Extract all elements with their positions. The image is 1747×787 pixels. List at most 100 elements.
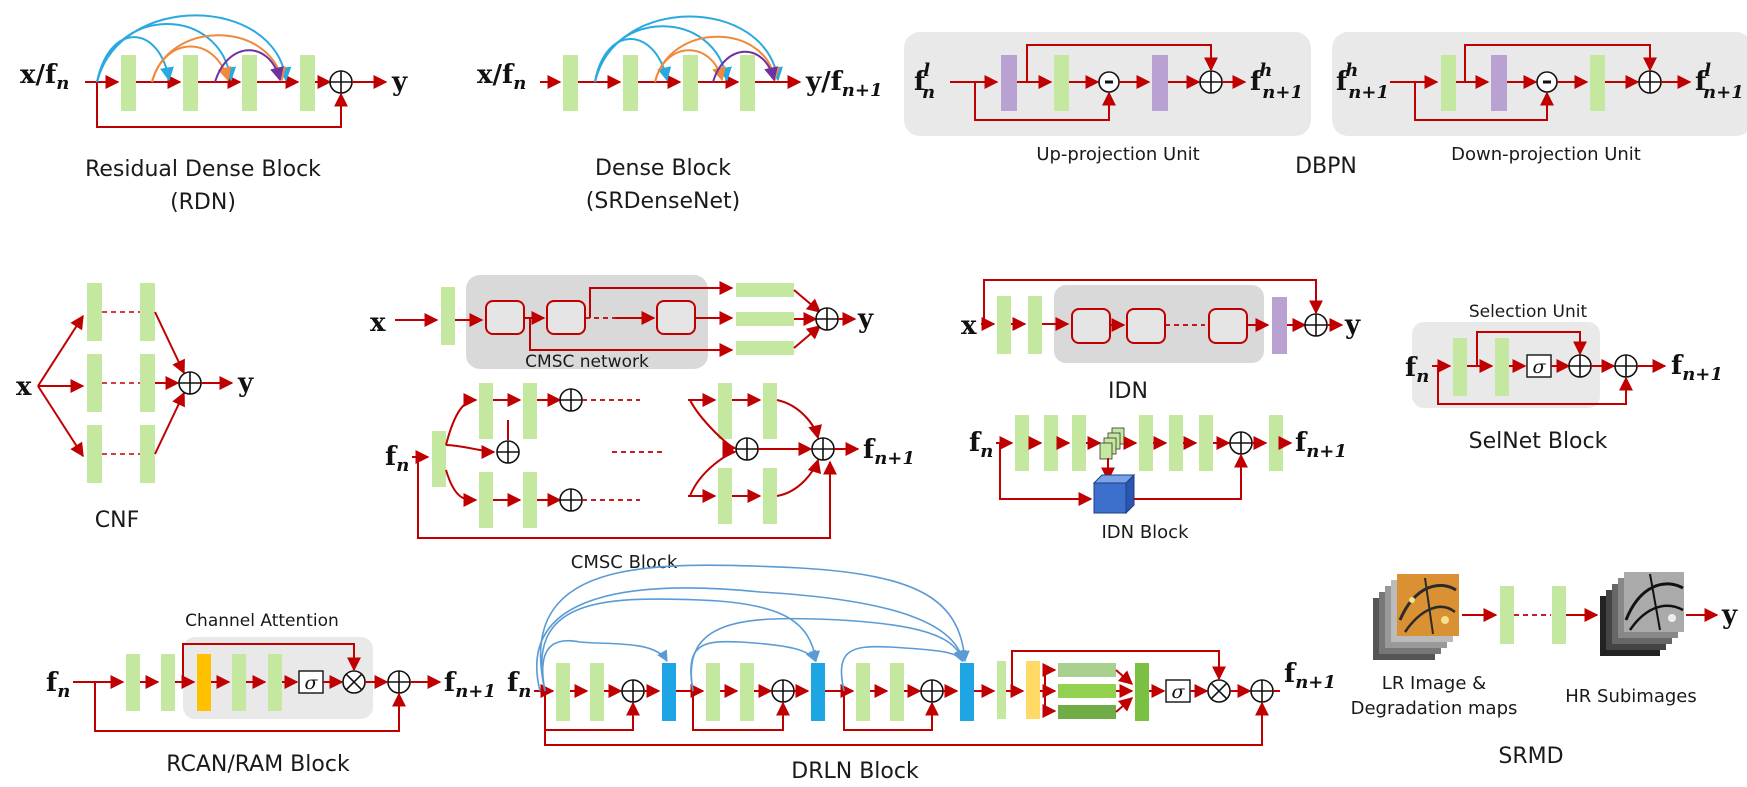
sum-node — [559, 388, 583, 412]
conv-layer — [1495, 338, 1509, 396]
conv-layer — [590, 663, 604, 721]
cmsc-block-output-label: fn+1 — [863, 435, 915, 469]
projection-layer — [1152, 55, 1168, 111]
conv-layer — [1552, 586, 1566, 644]
sum-node — [920, 679, 944, 703]
cmsc-module — [656, 300, 696, 335]
conv-layer — [232, 654, 246, 711]
srmd-output-label: y — [1721, 600, 1738, 630]
cmsc-block-caption: CMSC Block — [571, 552, 678, 573]
conv-layer — [121, 55, 136, 111]
conv-layer — [1058, 705, 1116, 719]
sum-node — [1614, 354, 1638, 378]
sum-node — [811, 437, 835, 461]
drln-diagram: fn — [507, 564, 1336, 784]
conv-layer — [1590, 55, 1605, 111]
projection-layer — [1001, 55, 1017, 111]
idn-module — [1208, 308, 1248, 344]
cnf-diagram: x y CNF — [16, 283, 254, 533]
concat-layer — [811, 663, 825, 721]
sum-node — [1250, 679, 1274, 703]
pooling-layer — [1026, 661, 1040, 719]
sum-node — [735, 437, 759, 461]
dense-caption: Dense Block — [595, 156, 731, 181]
selnet-caption: SelNet Block — [1469, 429, 1608, 454]
down-projection-caption: Down-projection Unit — [1451, 144, 1641, 165]
conv-layer — [1072, 415, 1086, 471]
sigmoid-symbol: σ — [1533, 356, 1547, 378]
conv-layer — [997, 661, 1006, 719]
conv-layer — [997, 296, 1011, 354]
conv-layer — [441, 287, 455, 345]
conv-layer — [706, 663, 720, 721]
sum-node — [771, 679, 795, 703]
conv-layer — [736, 341, 794, 355]
idn-input-label: x — [961, 311, 977, 341]
hr-subimages-caption: HR Subimages — [1565, 686, 1696, 707]
cmsc-block-input-label: fn — [385, 442, 409, 476]
conv-layer — [268, 654, 282, 711]
rcan-input-label: fn — [46, 668, 70, 702]
conv-layer — [523, 383, 537, 439]
conv-layer — [140, 354, 155, 412]
rdn-output-label: y — [391, 67, 408, 97]
rdn-caption: Residual Dense Block — [85, 157, 321, 182]
conv-layer — [300, 55, 315, 111]
idn-block-caption: IDN Block — [1101, 522, 1189, 543]
idn-caption: IDN — [1108, 379, 1148, 404]
conv-layer — [563, 55, 578, 111]
conv-layer — [87, 425, 102, 483]
conv-layer — [890, 663, 904, 721]
conv-layer — [523, 472, 537, 528]
conv-layer — [140, 425, 155, 483]
conv-layer — [623, 55, 638, 111]
dense-output-label: y/fn+1 — [805, 67, 883, 101]
sum-node — [1304, 313, 1328, 337]
sum-node — [496, 440, 520, 464]
feature-stack-icon — [1099, 427, 1125, 460]
lr-image-stack-icon — [1373, 574, 1459, 660]
sum-node — [178, 371, 202, 395]
conv-layer — [183, 55, 198, 111]
projection-layer — [1272, 297, 1287, 354]
conv-layer — [1441, 55, 1456, 111]
selnet-diagram: Selection Unit fn σ fn+1 SelNet Block — [1405, 302, 1723, 454]
cmsc-input-label: x — [370, 308, 386, 338]
drln-input-label: fn — [507, 668, 531, 702]
srmd-caption: SRMD — [1498, 744, 1563, 769]
cmsc-module — [485, 300, 525, 335]
conv-layer — [161, 654, 175, 711]
dense-input-label: x/fn — [477, 60, 526, 94]
conv-layer — [740, 55, 755, 111]
concat-layer — [960, 663, 974, 721]
idn-block-input-label: fn — [969, 428, 993, 462]
srmd-diagram: y LR Image & Degradation maps HR Subimag… — [1351, 572, 1738, 769]
rdn-input-label: x/fn — [20, 60, 69, 94]
conv-layer — [1058, 684, 1116, 698]
rdn-caption-sub: (RDN) — [170, 190, 236, 215]
dbpn-caption: DBPN — [1295, 154, 1357, 179]
conv-layer — [736, 283, 794, 297]
conv-layer — [1044, 415, 1058, 471]
sigmoid-symbol: σ — [305, 672, 319, 694]
sum-node — [1568, 354, 1592, 378]
dense-block-diagram: x/fn y/fn+1 Dense Block (SRDenseNet) — [477, 15, 883, 214]
channel-attention-caption: Channel Attention — [185, 611, 339, 631]
cmsc-network-panel — [466, 275, 708, 369]
sum-node — [1229, 431, 1253, 455]
sum-node — [559, 488, 583, 512]
cmsc-network-caption: CMSC network — [525, 352, 649, 372]
conv-layer — [1139, 415, 1153, 471]
rcan-caption: RCAN/RAM Block — [166, 752, 350, 777]
conv-layer — [1199, 415, 1213, 471]
cnf-input-label: x — [16, 372, 32, 402]
selnet-output-label: fn+1 — [1671, 351, 1723, 385]
idn-block-output-label: fn+1 — [1295, 428, 1347, 462]
idn-module — [1071, 308, 1111, 344]
cnf-caption: CNF — [95, 508, 139, 533]
selection-unit-caption: Selection Unit — [1469, 302, 1588, 322]
